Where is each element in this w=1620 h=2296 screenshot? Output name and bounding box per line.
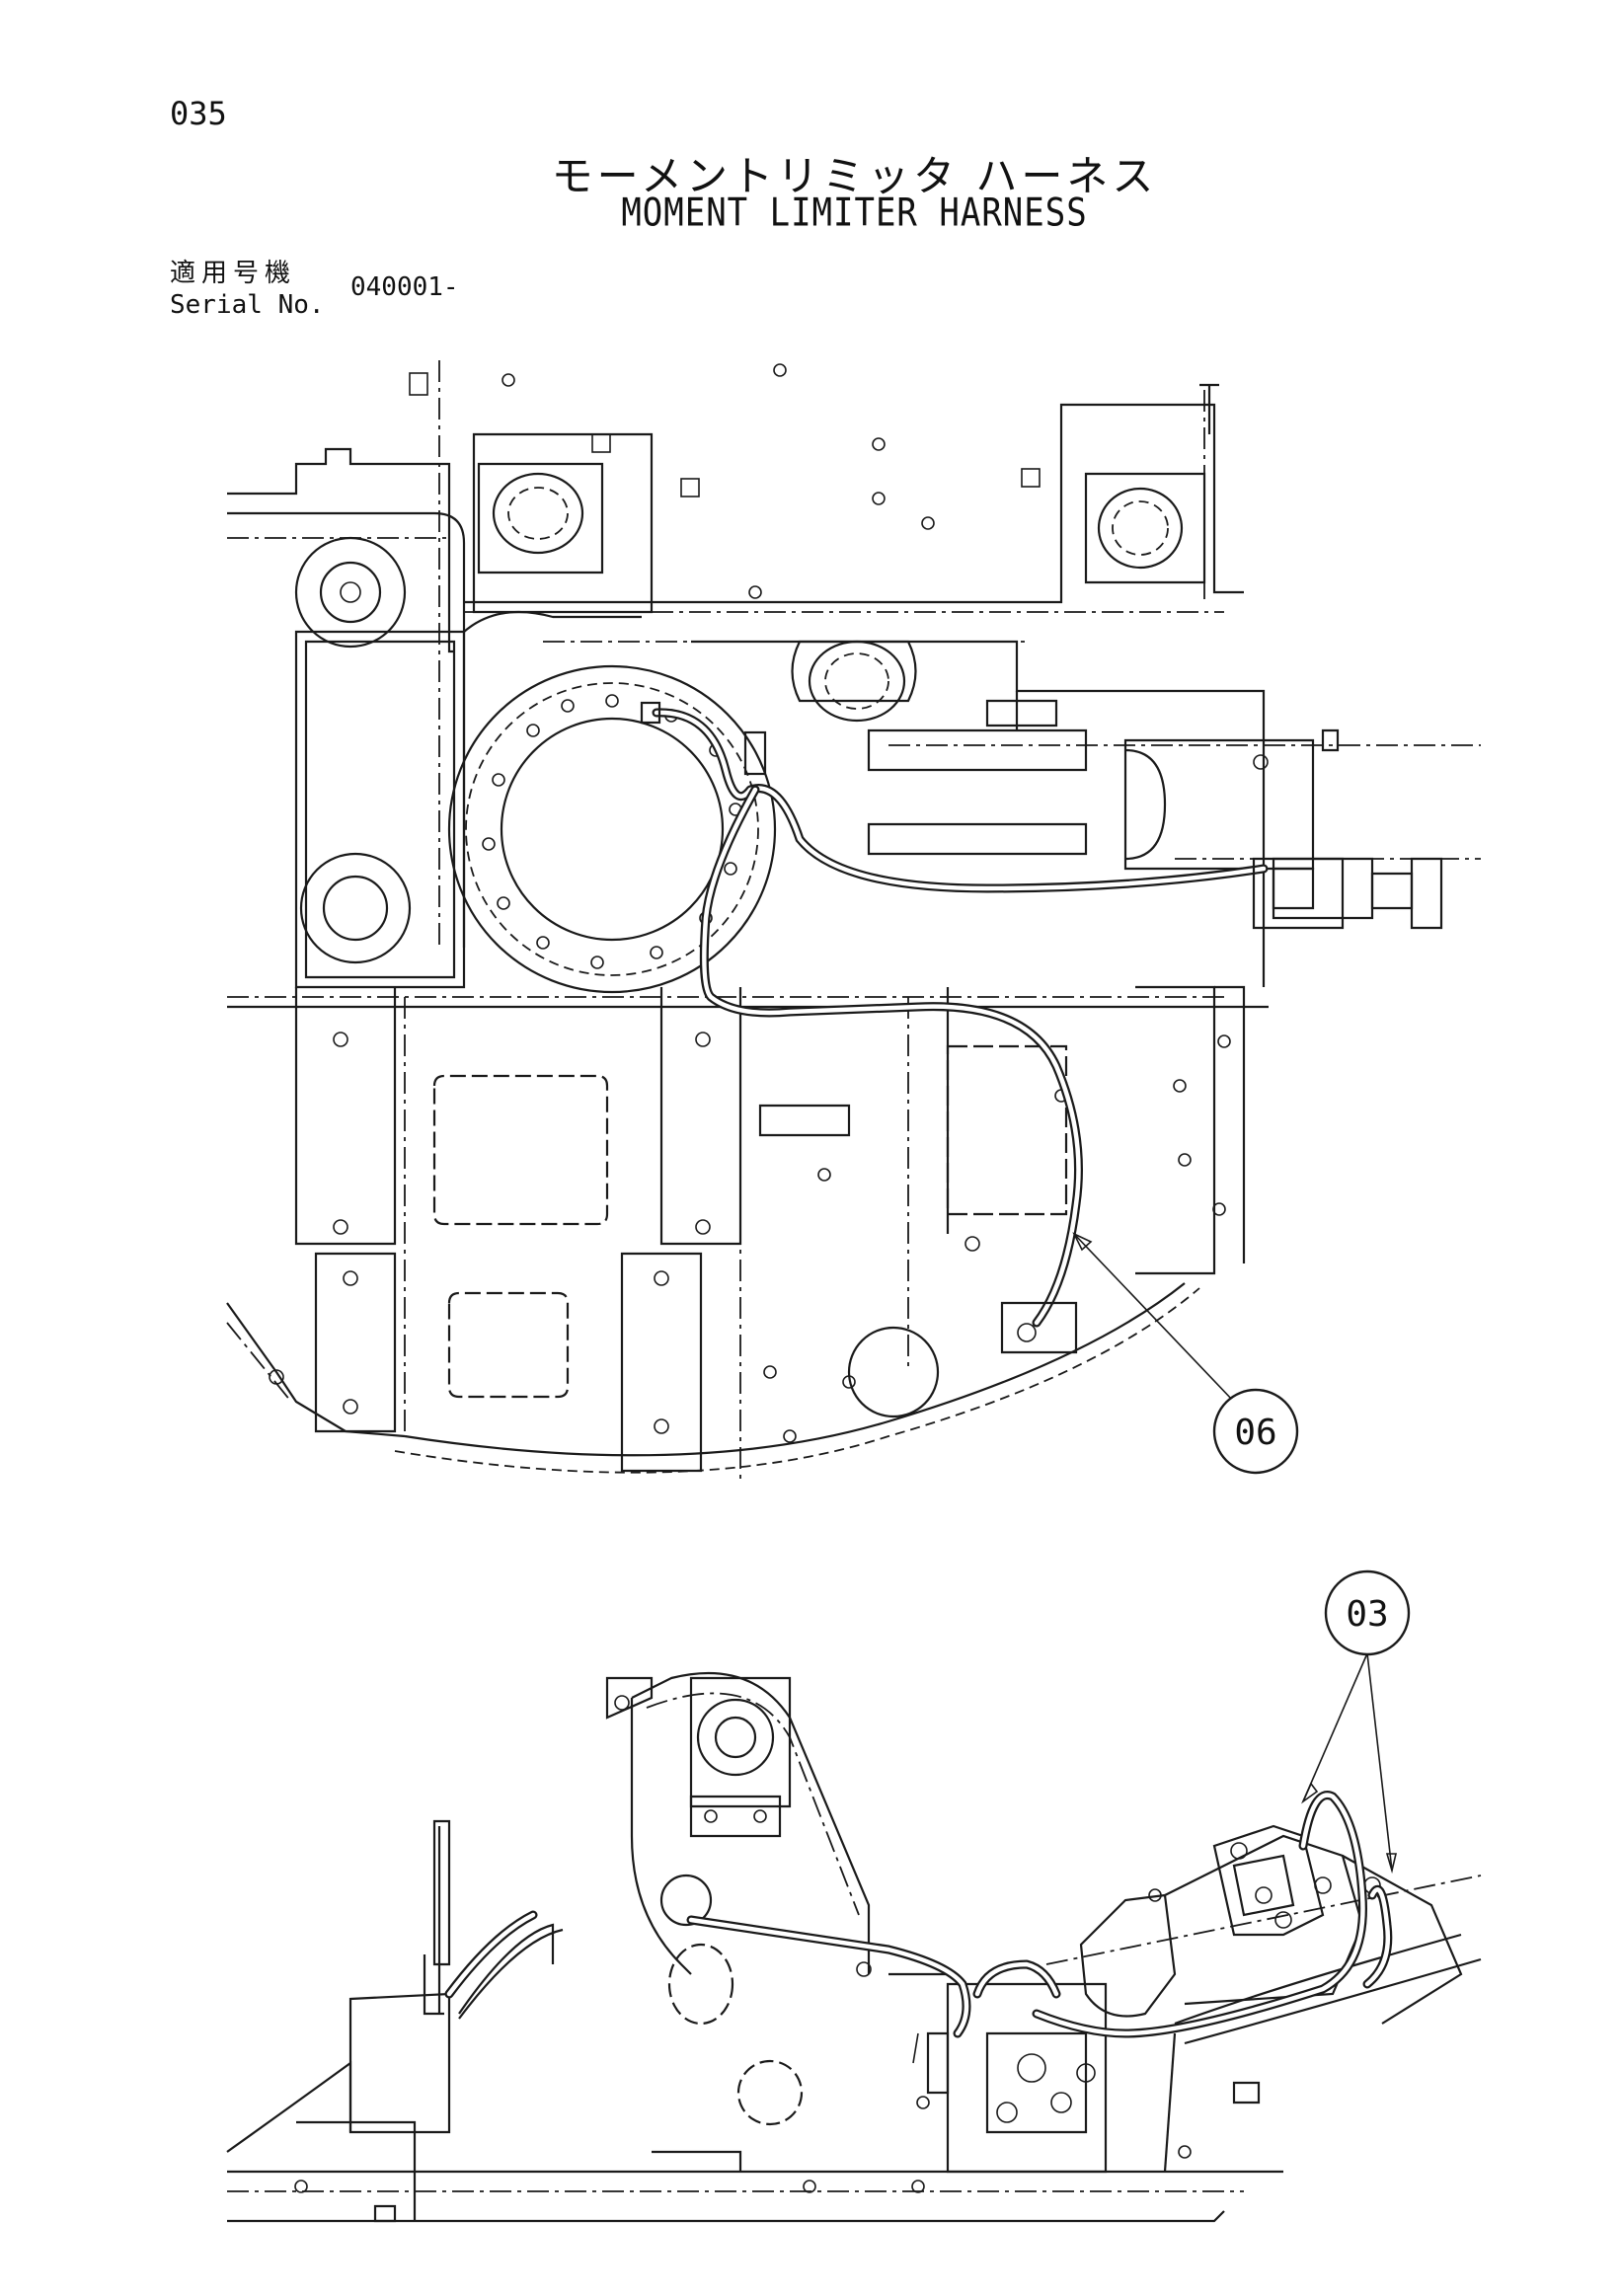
serial-number-value: 040001- [350, 272, 459, 302]
callout-06: 06 [1212, 1388, 1299, 1475]
top-view-drawing [226, 360, 1481, 1481]
callout-06-label: 06 [1234, 1413, 1276, 1453]
callout-06-circle [1212, 1388, 1299, 1475]
page-number: 035 [170, 95, 227, 132]
side-view-drawing [226, 1652, 1482, 2223]
serial-label-english: Serial No. [170, 290, 325, 320]
callout-03-circle [1324, 1569, 1411, 1656]
callout-03: 03 [1324, 1569, 1411, 1656]
title-japanese: モーメントリミッタ ハーネス [551, 152, 1158, 200]
callout-03-label: 03 [1346, 1594, 1388, 1635]
title-english: MOMENT LIMITER HARNESS [621, 191, 1088, 236]
serial-label-japanese: 適用号機 [170, 259, 297, 288]
